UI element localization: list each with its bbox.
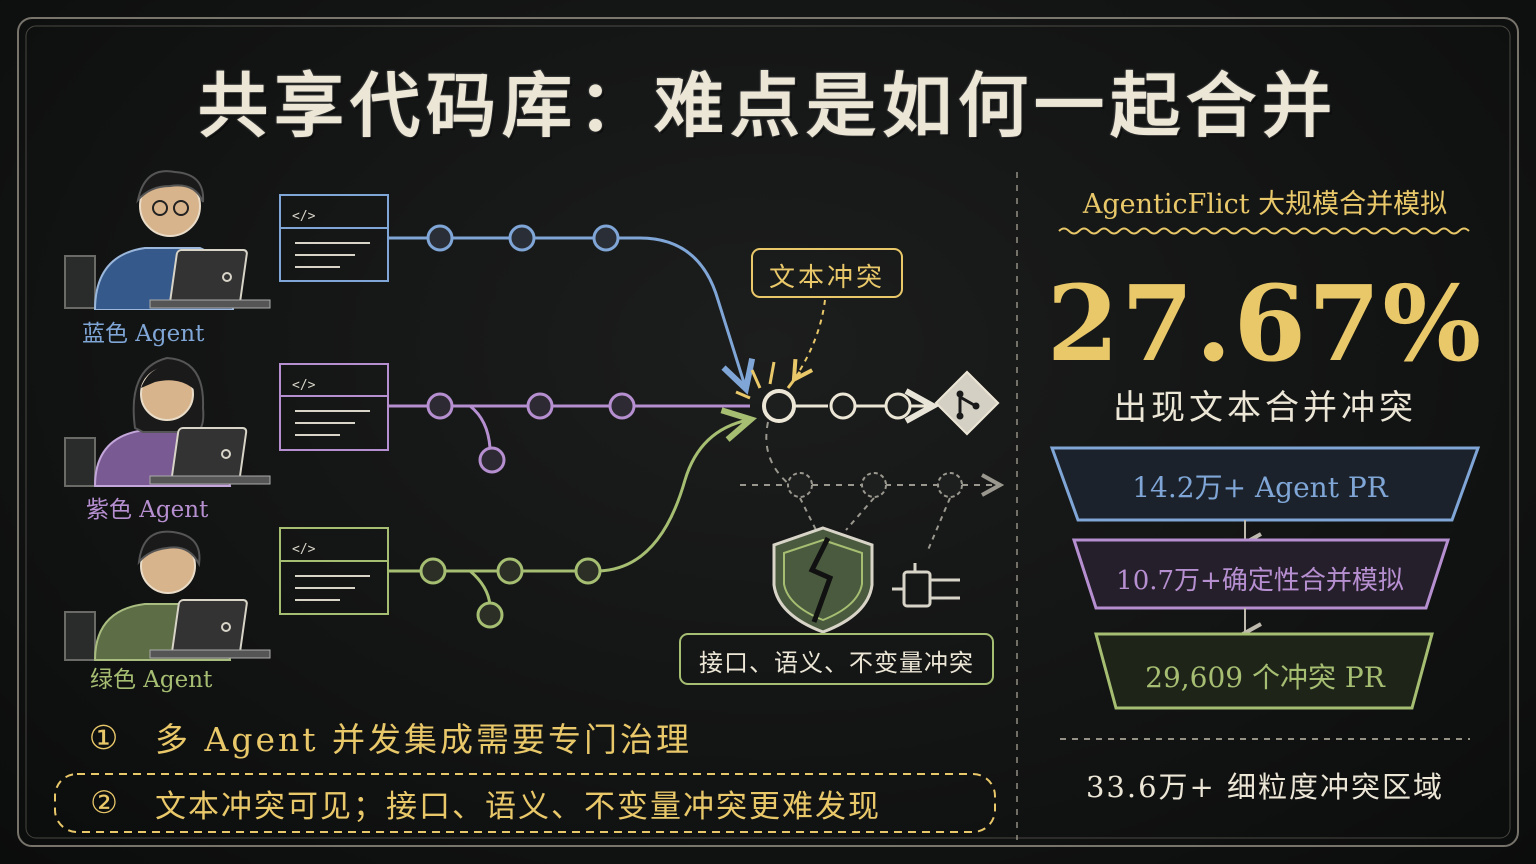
code-window-purple [279, 363, 389, 451]
divider [1060, 738, 1470, 740]
commit-node [426, 392, 454, 420]
code-window-green [279, 527, 389, 615]
point-text: 文本冲突可见；接口、语义、不变量冲突更难发现 [155, 788, 881, 825]
commit-node [526, 392, 554, 420]
point-number: ② [90, 785, 120, 821]
green-branch-line [388, 420, 748, 573]
page-title: 共享代码库：难点是如何一起合并 [198, 64, 1338, 147]
green-agent-figure [64, 530, 271, 661]
hidden-conflict-callout-box [679, 633, 994, 685]
code-window-blue [279, 194, 389, 282]
commit-node [592, 224, 620, 252]
text-conflict-label: 文本冲突 [768, 263, 885, 293]
hidden-commit-node [787, 472, 813, 498]
plug-icon [892, 563, 960, 608]
code-tag-icon: </> [292, 542, 316, 557]
agent-label-purple: 紫色 Agent [86, 497, 209, 523]
commit-node [829, 392, 857, 420]
commit-node [419, 557, 447, 585]
blue-agent-figure [64, 170, 271, 310]
conflict-spark-icon [735, 361, 802, 400]
git-icon [934, 370, 1000, 436]
commit-node [608, 392, 636, 420]
conflict-percent-caption: 出现文本合并冲突 [1113, 388, 1417, 428]
conflict-regions-stat: 33.6万+ 细粒度冲突区域 [1085, 770, 1445, 804]
hidden-commit-node [861, 472, 887, 498]
funnel-diagram [1049, 446, 1481, 710]
conflict-percent: 27.67% [1046, 262, 1484, 385]
funnel-stage-2 [1071, 538, 1451, 610]
hidden-conflict-label: 接口、语义、不变量冲突 [699, 649, 974, 677]
funnel-label-2: 10.7万+确定性合并模拟 [1116, 566, 1404, 596]
point-number: ① [88, 717, 122, 757]
commit-node [496, 557, 524, 585]
stats-title: AgenticFlict 大规模合并模拟 [1082, 189, 1448, 220]
agent-label-blue: 蓝色 Agent [82, 321, 205, 347]
merge-diagram: </> </> </> [279, 194, 1010, 685]
merge-node [762, 389, 796, 423]
funnel-label-3: 29,609 个冲突 PR [1145, 661, 1385, 694]
commit-node [478, 446, 506, 474]
point-text: 多 Agent 并发集成需要专门治理 [155, 720, 692, 759]
code-tag-icon: </> [292, 378, 316, 393]
key-point-1: ① 多 Agent 并发集成需要专门治理 [55, 708, 995, 766]
commit-node [426, 224, 454, 252]
key-point-2: ② 文本冲突可见；接口、语义、不变量冲突更难发现 [55, 774, 995, 832]
point-box-frame [54, 773, 996, 833]
funnel-stage-1 [1049, 446, 1481, 522]
code-tag-icon: </> [292, 209, 316, 224]
funnel-stage-3 [1094, 632, 1434, 710]
commit-node [574, 557, 602, 585]
agent-label-green: 绿色 Agent [90, 667, 213, 693]
wavy-underline [1058, 227, 1470, 235]
funnel-label-1: 14.2万+ Agent PR [1132, 471, 1388, 504]
text-conflict-callout-box [751, 248, 903, 298]
commit-node [508, 224, 536, 252]
cracked-shield-icon [772, 526, 874, 634]
purple-agent-figure [64, 356, 271, 487]
blue-branch-line [388, 236, 745, 386]
commit-node [476, 601, 504, 629]
commit-node [884, 392, 912, 420]
hidden-commit-node [937, 472, 963, 498]
